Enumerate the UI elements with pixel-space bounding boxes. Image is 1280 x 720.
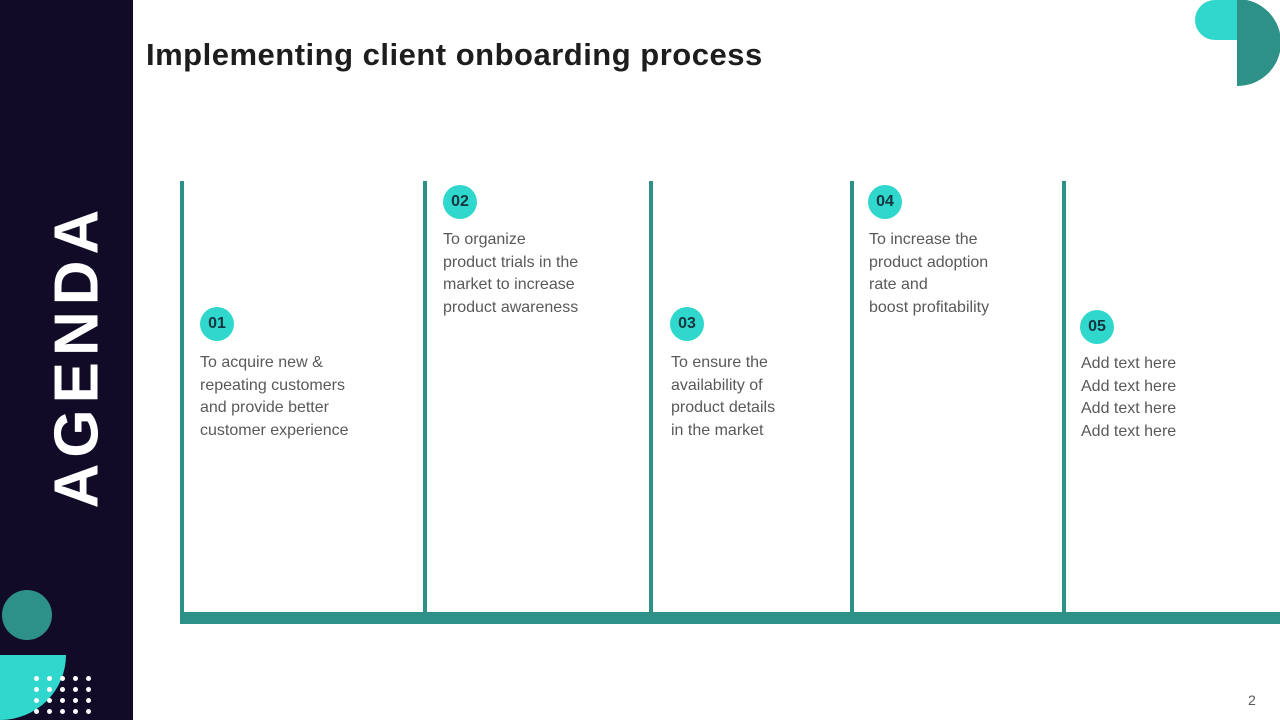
decor-dot (73, 709, 78, 714)
step-number-badge-04: 04 (868, 185, 902, 219)
decor-dot (60, 676, 65, 681)
step-number-badge-03: 03 (670, 307, 704, 341)
divider-line-1 (180, 181, 184, 612)
decor-dot (86, 709, 91, 714)
agenda-vertical-label: AGENDA (42, 203, 112, 509)
decor-dot (86, 687, 91, 692)
page-number: 2 (1248, 692, 1256, 708)
divider-line-3 (649, 181, 653, 612)
agenda-item-text-04: To increase the product adoption rate an… (869, 231, 990, 316)
divider-line-2 (423, 181, 427, 612)
corner-circle-shape (2, 590, 52, 640)
decor-dot (60, 709, 65, 714)
step-number-badge-05: 05 (1080, 310, 1114, 344)
decor-dot (34, 687, 39, 692)
decor-dot (60, 687, 65, 692)
decor-dot (73, 687, 78, 692)
bottom-accent-bar (180, 612, 1280, 624)
corner-pill-shape (1195, 0, 1238, 40)
decor-dot (86, 676, 91, 681)
decor-dot (86, 698, 91, 703)
agenda-item-text-02: To organize product trials in the market… (443, 231, 579, 316)
step-number-badge-01: 01 (200, 307, 234, 341)
decor-dot (34, 676, 39, 681)
slide-title: Implementing client onboarding process (146, 37, 763, 72)
decor-dot (47, 676, 52, 681)
divider-line-5 (1062, 181, 1066, 612)
agenda-item-text-03: To ensure the availability of product de… (671, 354, 776, 439)
decor-dot (47, 698, 52, 703)
agenda-item-text-05: Add text here Add text here Add text her… (1081, 355, 1177, 440)
decor-dot (73, 698, 78, 703)
decor-dot (47, 687, 52, 692)
corner-semicircle-shape (1237, 0, 1280, 86)
step-number-badge-02: 02 (443, 185, 477, 219)
agenda-item-text-01: To acquire new & repeating customers and… (200, 354, 349, 439)
decor-dot (73, 676, 78, 681)
divider-line-4 (850, 181, 854, 612)
decor-dot (47, 709, 52, 714)
decor-dot (60, 698, 65, 703)
decor-dot (34, 698, 39, 703)
dots-grid (34, 676, 91, 714)
decor-dot (34, 709, 39, 714)
